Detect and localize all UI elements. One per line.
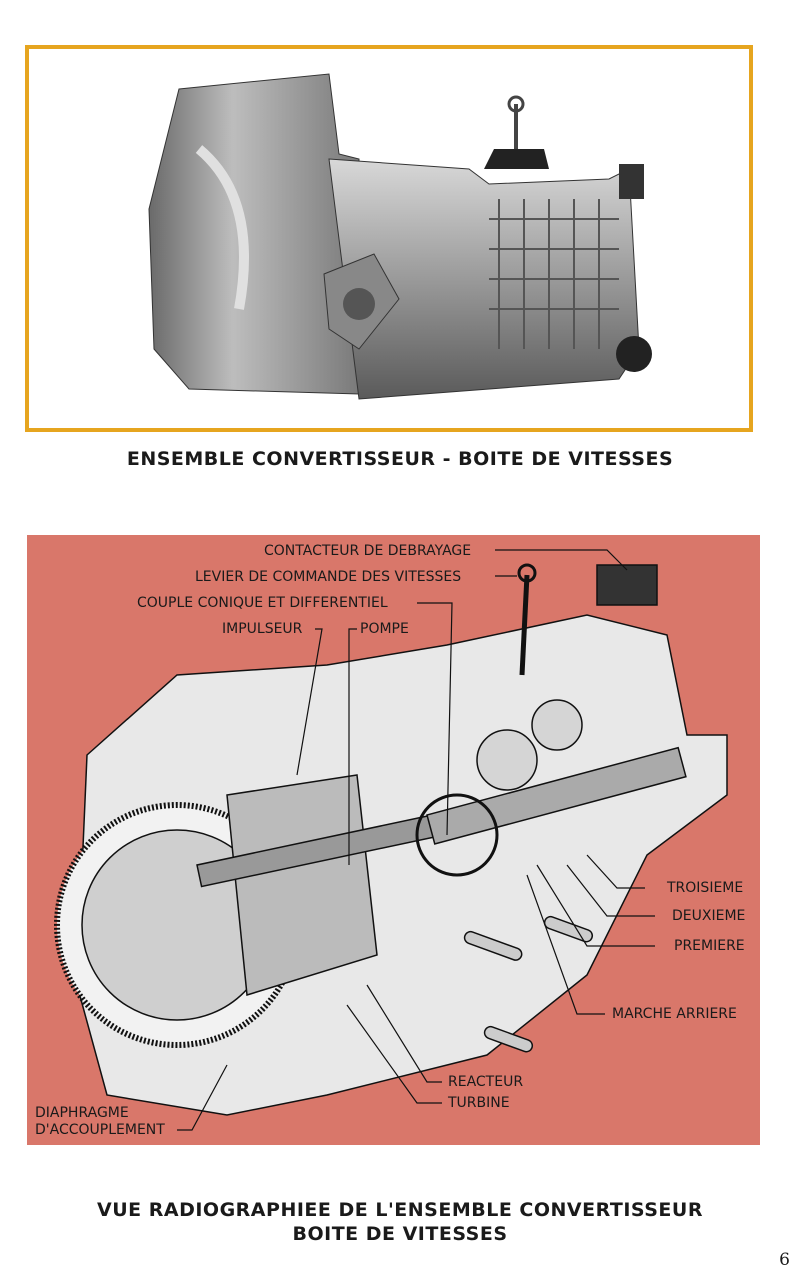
label-reacteur: REACTEUR bbox=[448, 1074, 524, 1090]
label-turbine: TURBINE bbox=[448, 1095, 510, 1111]
cutaway-panel: CONTACTEUR DE DEBRAYAGE LEVIER DE COMMAN… bbox=[27, 535, 760, 1145]
cutaway-caption: VUE RADIOGRAPHIEE DE L'ENSEMBLE CONVERTI… bbox=[0, 1198, 800, 1246]
label-marche-arriere: MARCHE ARRIERE bbox=[612, 1006, 737, 1022]
gearbox-photo-frame bbox=[25, 45, 753, 432]
label-pompe: POMPE bbox=[360, 621, 409, 637]
cutaway-illustration bbox=[54, 549, 728, 1131]
label-premiere: PREMIERE bbox=[674, 938, 745, 954]
label-diaphragme: DIAPHRAGME bbox=[35, 1105, 129, 1121]
label-impulseur: IMPULSEUR bbox=[222, 621, 303, 637]
label-deuxieme: DEUXIEME bbox=[672, 908, 746, 924]
label-levier-de-commande: LEVIER DE COMMANDE DES VITESSES bbox=[195, 569, 462, 585]
cutaway-caption-line2: BOITE DE VITESSES bbox=[292, 1223, 508, 1245]
label-contacteur-de-debrayage: CONTACTEUR DE DEBRAYAGE bbox=[264, 543, 472, 559]
label-troisieme: TROISIEME bbox=[667, 880, 744, 896]
cutaway-caption-line1: VUE RADIOGRAPHIEE DE L'ENSEMBLE CONVERTI… bbox=[97, 1199, 703, 1221]
gearbox-photo bbox=[148, 73, 652, 400]
label-daccouplement: D'ACCOUPLEMENT bbox=[35, 1122, 165, 1138]
top-figure-caption: ENSEMBLE CONVERTISSEUR - BOITE DE VITESS… bbox=[126, 448, 674, 470]
label-couple-conique: COUPLE CONIQUE ET DIFFERENTIEL bbox=[137, 595, 388, 611]
page-number: 6 bbox=[779, 1250, 790, 1270]
